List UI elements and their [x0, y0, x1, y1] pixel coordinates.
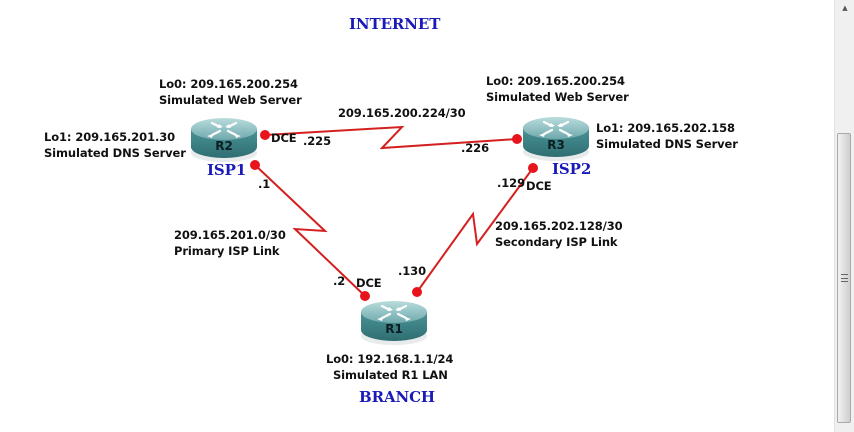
r3-lo1-desc: Simulated DNS Server — [596, 137, 738, 151]
r3-lo0-desc: Simulated Web Server — [486, 90, 629, 104]
area-label-internet: INTERNET — [349, 15, 441, 33]
endpoint-r3-s1 — [528, 163, 538, 173]
router-r2[interactable]: R2 — [189, 115, 259, 164]
scroll-up-icon[interactable]: ▲ — [842, 4, 848, 12]
endpoint-r1-s0 — [360, 291, 370, 301]
vertical-scrollbar[interactable]: ▲ — [834, 0, 854, 432]
primary-link-network: 209.165.201.0/30 — [174, 228, 286, 242]
router-r1[interactable]: R1 — [359, 298, 429, 347]
serial-link-r2-r1[interactable] — [254, 164, 366, 297]
serial-link-r3-r1[interactable] — [416, 167, 534, 293]
isp-link-network: 209.165.200.224/30 — [338, 106, 466, 120]
secondary-link-dce: DCE — [526, 179, 552, 193]
isp-link-r2-host: .225 — [303, 134, 331, 148]
endpoint-r3-s0 — [512, 134, 522, 144]
area-label-branch: BRANCH — [359, 388, 436, 406]
router-name: R3 — [547, 138, 565, 152]
area-label-isp1: ISP1 — [207, 161, 247, 179]
primary-link-r1-host: .2 — [333, 274, 346, 288]
grip-icon — [841, 274, 848, 282]
router-name: R1 — [385, 322, 403, 336]
endpoint-r2-s0 — [260, 130, 270, 140]
area-label-isp2: ISP2 — [552, 160, 592, 178]
router-name: R2 — [215, 139, 233, 153]
isp-link-dce: DCE — [271, 131, 297, 145]
r3-lo1-ip: Lo1: 209.165.202.158 — [596, 121, 735, 135]
secondary-link-desc: Secondary ISP Link — [495, 235, 618, 249]
r2-lo0-ip: Lo0: 209.165.200.254 — [159, 77, 298, 91]
router-r3[interactable]: R3 — [521, 114, 591, 163]
scroll-thumb[interactable] — [837, 133, 851, 423]
secondary-link-network: 209.165.202.128/30 — [495, 219, 623, 233]
primary-link-dce: DCE — [356, 276, 382, 290]
endpoint-r1-s1 — [412, 287, 422, 297]
secondary-link-r3-host: .129 — [497, 176, 525, 190]
primary-link-desc: Primary ISP Link — [174, 244, 280, 258]
r2-lo0-desc: Simulated Web Server — [159, 93, 302, 107]
r2-lo1-desc: Simulated DNS Server — [44, 146, 186, 160]
r2-lo1-ip: Lo1: 209.165.201.30 — [44, 130, 176, 144]
topology-canvas: R2 R3 R1 INTERNET BRANCH ISP1 ISP2 Lo0: … — [44, 15, 738, 406]
endpoint-r2-s1 — [250, 160, 260, 170]
r1-lo0-ip: Lo0: 192.168.1.1/24 — [326, 352, 454, 366]
r3-lo0-ip: Lo0: 209.165.200.254 — [486, 74, 625, 88]
isp-link-r3-host: .226 — [461, 141, 489, 155]
links-layer — [250, 125, 538, 301]
secondary-link-r1-host: .130 — [398, 264, 426, 278]
r1-lo0-desc: Simulated R1 LAN — [333, 368, 448, 382]
serial-link-r2-r3[interactable] — [264, 125, 518, 150]
primary-link-r2-host: .1 — [258, 177, 271, 191]
